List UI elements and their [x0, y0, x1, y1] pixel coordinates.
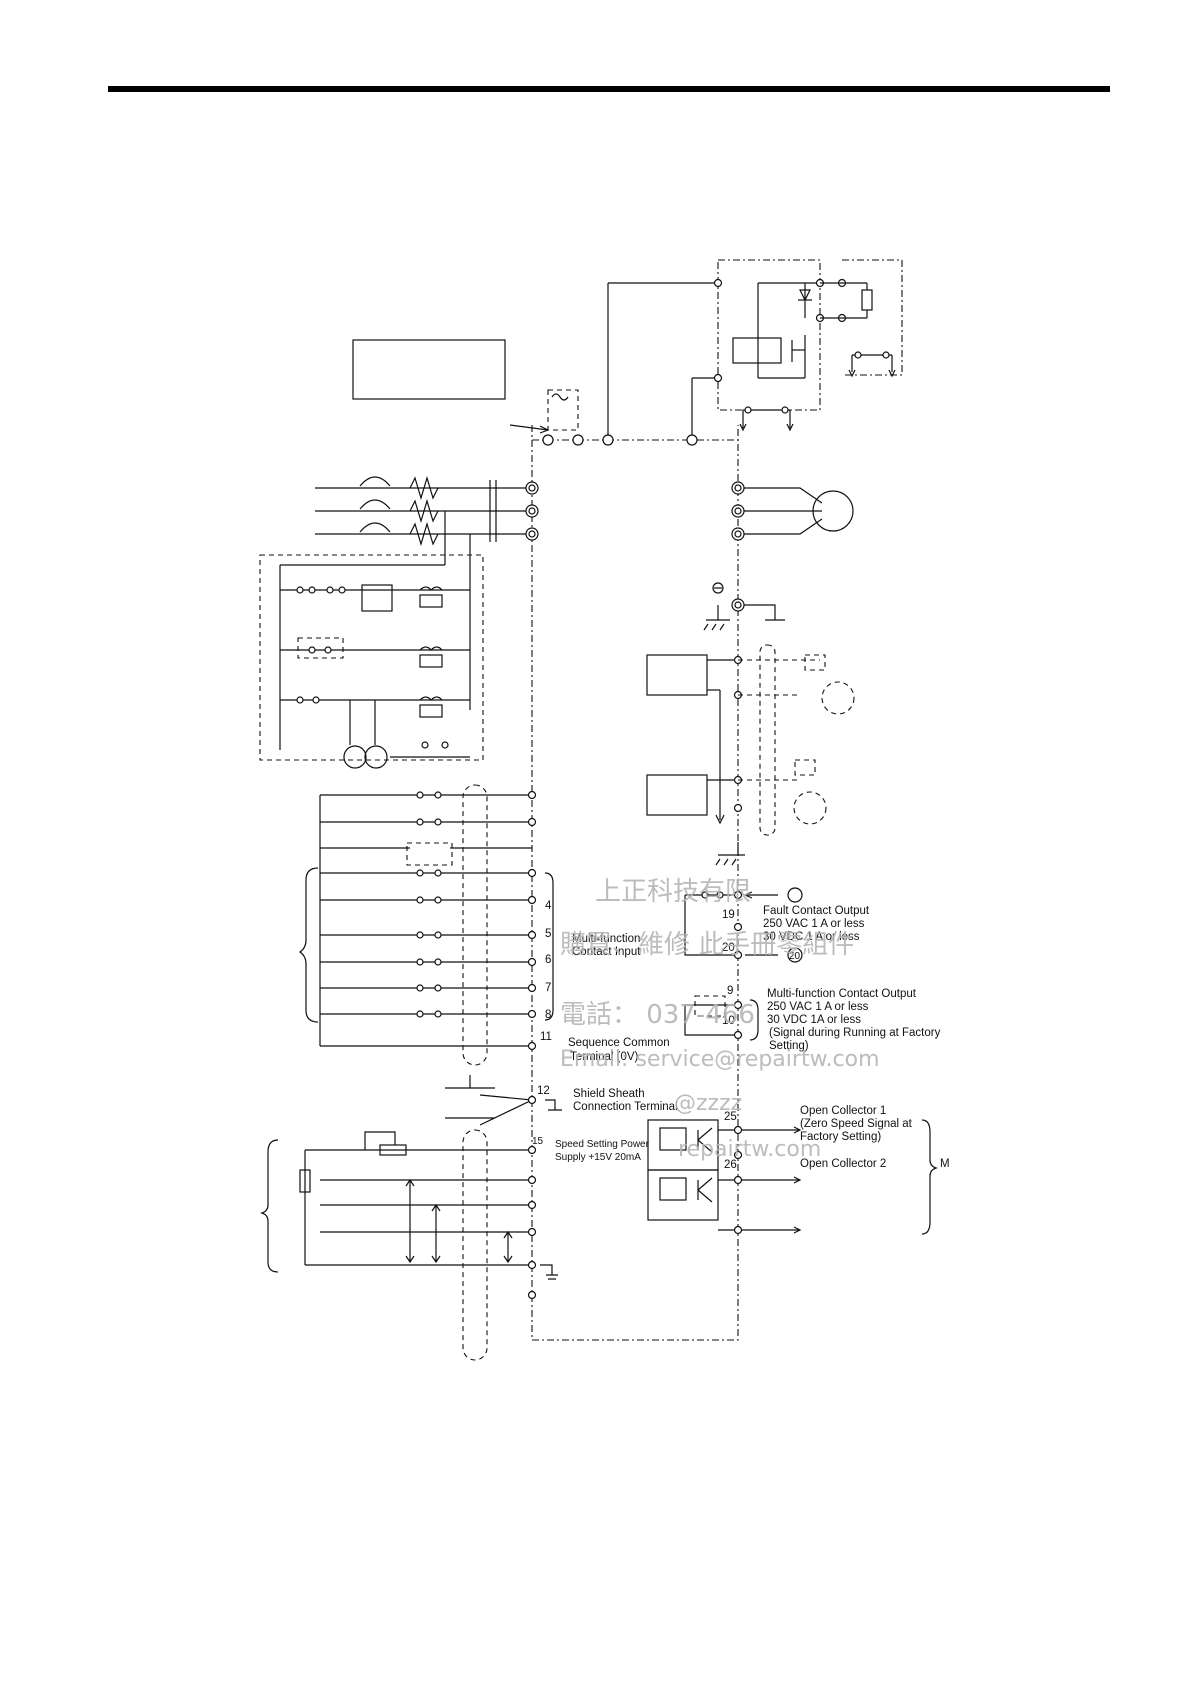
braking-resistor-outline	[842, 259, 903, 376]
terminal-20: 20	[722, 942, 735, 954]
multi-function-output-label: Multi-function Contact Output 250 VAC 1 …	[767, 988, 944, 1052]
open-collector-2-label: Open Collector 2	[800, 1158, 886, 1170]
terminal-7: 7	[545, 982, 551, 994]
brace-m-label: M	[940, 1158, 950, 1170]
terminal-4: 4	[545, 900, 552, 912]
watermark-line-4: Email: service@repairtw.com	[560, 1047, 880, 1072]
inverter-outline	[531, 425, 739, 1341]
header-rule	[108, 86, 1110, 92]
multi-function-input-label: Multi-function Contact Input	[572, 933, 644, 958]
terminal-25: 25	[724, 1111, 737, 1123]
watermark: 上正科技有限 購買、維修 此手冊零組件 電話： 037-466 Email: s…	[560, 877, 880, 1162]
terminal-8: 8	[545, 1009, 551, 1021]
fault-contact-output	[684, 887, 803, 963]
motor	[731, 481, 854, 541]
watermark-line-3: 電話： 037-466	[560, 1000, 755, 1030]
sequence-common-label: Sequence Common Terminal (0V)	[568, 1037, 673, 1063]
speed-setting-circuit	[260, 1129, 558, 1361]
watermark-line-1: 上正科技有限	[595, 877, 751, 907]
watermark-line-5: @zzzz	[674, 1091, 742, 1116]
power-sequence-box	[259, 554, 484, 761]
terminal-10: 10	[722, 1015, 735, 1027]
terminal-15: 15	[532, 1136, 544, 1147]
terminal-19: 19	[722, 909, 735, 921]
blank-label-box	[352, 339, 506, 400]
shield-sheath-label: Shield Sheath Connection Terminal	[573, 1088, 678, 1113]
terminal-12: 12	[537, 1085, 550, 1097]
braking-unit-outline	[717, 259, 821, 411]
terminal-11: 11	[540, 1031, 552, 1043]
speed-setting-power-label: Speed Setting Power Supply +15V 20mA	[555, 1139, 652, 1163]
watermark-line-6: repairtw.com	[678, 1137, 821, 1162]
terminal-9: 9	[727, 985, 733, 997]
fault-output-label: Fault Contact Output 250 VAC 1 A or less…	[763, 905, 872, 943]
power-input-circuit	[315, 475, 539, 547]
multi-function-contact-output	[684, 995, 759, 1041]
terminal-5: 5	[545, 928, 551, 940]
open-collector-1-label: Open Collector 1 (Zero Speed Signal at F…	[800, 1105, 915, 1143]
watermark-line-2: 購買、維修 此手冊零組件	[560, 930, 854, 960]
terminal-26: 26	[724, 1159, 737, 1171]
terminal-6: 6	[545, 954, 551, 966]
open-collector-outputs	[647, 1119, 938, 1235]
terminal-20-circle: 20	[789, 951, 801, 962]
multi-function-inputs	[298, 784, 554, 1066]
